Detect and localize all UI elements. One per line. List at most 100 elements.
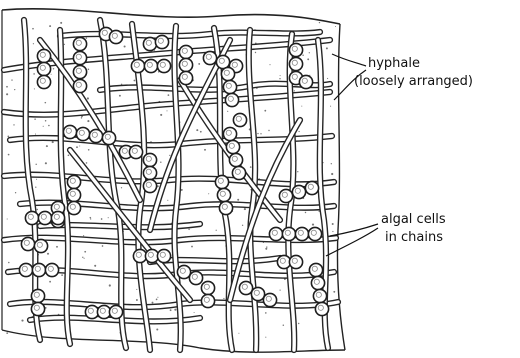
stipple-dot <box>198 63 200 65</box>
algal-cell <box>31 289 44 302</box>
algal-cell <box>31 302 44 315</box>
algal-cell <box>289 255 302 268</box>
algal-cell <box>251 287 264 300</box>
stipple-dot <box>7 218 8 219</box>
stipple-dot <box>166 110 167 111</box>
algal-cell <box>279 189 292 202</box>
stipple-dot <box>309 52 310 53</box>
algal-cell-chain <box>201 281 214 307</box>
algal-cell <box>203 51 216 64</box>
stipple-dot <box>61 274 63 276</box>
stipple-dot <box>76 146 78 148</box>
algal-cell <box>89 129 102 142</box>
algal-cell <box>219 201 232 214</box>
tissue-outline-top <box>2 9 340 24</box>
stipple-dot <box>102 245 104 247</box>
algal-cell-chain <box>19 263 58 276</box>
stipple-dot <box>244 208 246 210</box>
stipple-dot <box>331 173 333 175</box>
algal-cell <box>37 49 50 62</box>
stipple-dot <box>87 120 89 122</box>
algal-cell <box>32 263 45 276</box>
stipple-dot <box>87 97 89 99</box>
algae-label-detail: in chains <box>385 230 443 246</box>
stipple-dot <box>36 179 37 180</box>
stipple-dot <box>13 124 14 125</box>
stipple-dot <box>154 50 155 51</box>
stipple-dot <box>327 78 328 79</box>
stipple-dot <box>34 118 36 120</box>
stipple-dot <box>191 246 193 248</box>
stipple-dot <box>157 297 158 298</box>
stipple-dot <box>48 125 50 127</box>
algal-cell-chain <box>131 59 170 72</box>
stipple-dot <box>35 187 36 188</box>
algal-cell <box>37 62 50 75</box>
stipple-dot <box>49 281 51 283</box>
algal-cell-chain <box>143 153 156 192</box>
stipple-dot <box>109 284 111 286</box>
stipple-dot <box>45 102 47 104</box>
stipple-dot <box>49 25 51 27</box>
stipple-dot <box>79 145 80 146</box>
algal-cell <box>177 265 190 278</box>
stipple-dot <box>305 212 306 213</box>
stipple-dot <box>119 95 121 97</box>
algal-cell <box>19 263 32 276</box>
stipple-dot <box>8 262 10 264</box>
algal-cell <box>305 181 318 194</box>
algal-cell <box>282 227 295 240</box>
stipple-dot <box>121 187 122 188</box>
stipple-dot <box>283 325 284 326</box>
algal-cell <box>109 305 122 318</box>
stipple-dot <box>35 164 36 165</box>
algal-cell <box>308 227 321 240</box>
algal-cell-chain <box>25 211 64 224</box>
stipple-dot <box>307 58 309 60</box>
algal-cell <box>143 179 156 192</box>
algal-cell <box>232 166 245 179</box>
stipple-dot <box>333 291 335 293</box>
stipple-dot <box>332 231 333 232</box>
stipple-dot <box>136 289 137 290</box>
algae-pointer-upper <box>330 224 378 236</box>
stipple-dot <box>6 93 8 95</box>
algal-cell <box>25 211 38 224</box>
algal-cell <box>37 75 50 88</box>
stipple-dot <box>43 126 44 127</box>
algal-cell <box>179 58 192 71</box>
stipple-dot <box>312 224 314 226</box>
algal-cell-chain <box>37 49 50 88</box>
algal-cell <box>143 153 156 166</box>
stipple-dot <box>64 44 65 45</box>
stipple-dot <box>335 26 336 27</box>
hypha-filament <box>10 302 338 307</box>
stipple-dot <box>279 78 280 79</box>
stipple-dot <box>204 149 206 151</box>
algal-cell <box>229 153 242 166</box>
algal-cell <box>129 145 142 158</box>
algal-cell-chain <box>73 37 86 92</box>
algal-cell <box>215 175 228 188</box>
algal-cell <box>131 59 144 72</box>
stipple-dot <box>242 225 243 226</box>
stipple-dot <box>56 246 58 248</box>
algal-cell <box>179 71 192 84</box>
stipple-dot <box>94 265 96 267</box>
algal-cell-chain <box>233 113 246 126</box>
algal-cell-chain <box>67 175 80 214</box>
algal-cell <box>233 113 246 126</box>
algal-cell-chain <box>299 75 312 88</box>
stipple-dot <box>170 309 172 311</box>
stipple-dot <box>255 52 256 53</box>
stipple-dot <box>280 290 281 291</box>
algal-cell <box>239 281 252 294</box>
algal-cell <box>34 239 47 252</box>
hypha-filament <box>100 20 126 348</box>
algal-cell <box>73 51 86 64</box>
stipple-dot <box>88 69 90 71</box>
algal-cell <box>201 281 214 294</box>
stipple-dot <box>84 251 86 253</box>
